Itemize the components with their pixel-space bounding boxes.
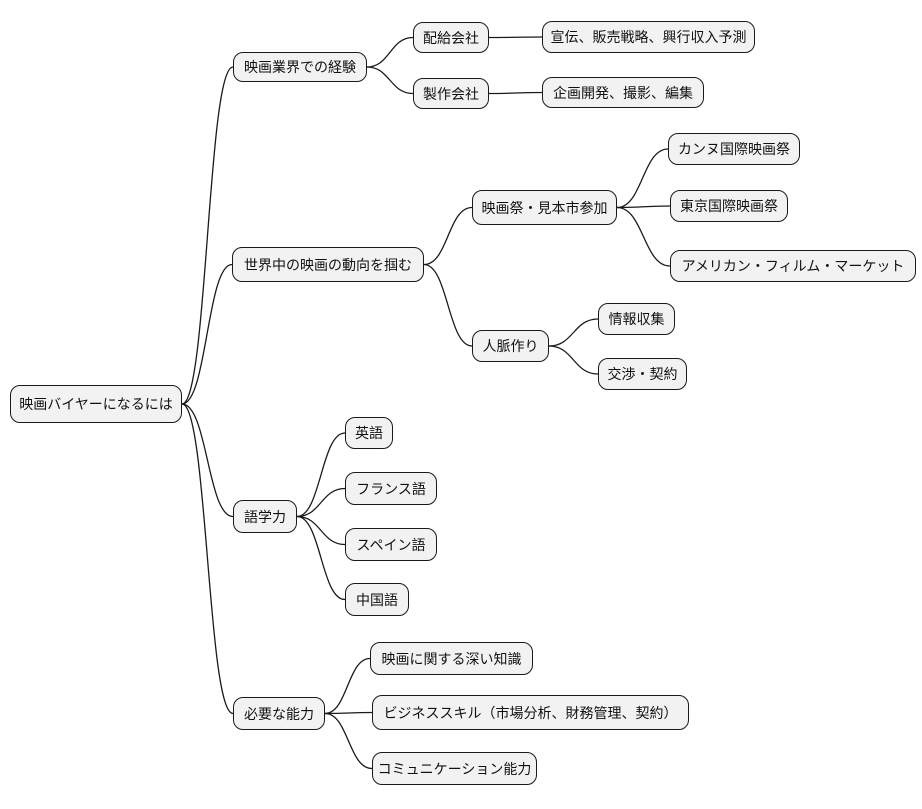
edge-production-production-detail — [488, 91, 543, 95]
mindmap-node-tiff: 東京国際映画祭 — [670, 190, 788, 222]
mindmap-node-label: 交渉・契約 — [607, 366, 678, 382]
mindmap-node-label: 人脈作り — [482, 338, 539, 354]
mindmap-node-production: 製作会社 — [413, 78, 489, 109]
edge-networking-info-gathering — [548, 318, 599, 347]
mindmap-node-chinese: 中国語 — [345, 583, 409, 616]
mindmap-node-industry: 映画業界での経験 — [233, 52, 367, 82]
edge-abilities-film-knowledge — [324, 657, 371, 715]
mindmap-node-french: フランス語 — [345, 472, 437, 505]
mindmap-node-label: 必要な能力 — [244, 705, 314, 722]
mindmap-node-label: 情報収集 — [608, 311, 665, 327]
mindmap-node-business-skills: ビジネススキル（市場分析、財務管理、契約） — [372, 695, 689, 730]
mindmap-node-label: スペイン語 — [356, 536, 426, 553]
mindmap-node-label: 東京国際映画祭 — [680, 198, 778, 214]
mindmap-node-festivals: 映画祭・見本市参加 — [472, 190, 617, 225]
edge-abilities-business-skills — [324, 711, 373, 715]
edge-festivals-tiff — [616, 205, 671, 209]
edge-root-abilities — [181, 403, 234, 715]
mindmap-node-label: 英語 — [355, 425, 383, 441]
edge-root-language — [181, 403, 234, 518]
mindmap-node-label: 宣伝、販売戦略、興行収入予測 — [550, 29, 747, 45]
edge-industry-production — [366, 66, 414, 95]
mindmap-node-negotiation: 交渉・契約 — [598, 358, 687, 390]
mindmap-node-label: フランス語 — [356, 480, 426, 497]
mindmap-node-label: 世界中の映画の動向を掴む — [244, 256, 412, 273]
mindmap-node-label: 製作会社 — [423, 85, 479, 102]
edge-festivals-afm — [616, 206, 671, 267]
mindmap-node-info-gathering: 情報収集 — [598, 303, 675, 335]
edge-root-trends — [181, 263, 233, 405]
mindmap-node-afm: アメリカン・フィルム・マーケット — [670, 250, 916, 282]
edge-language-french — [296, 487, 346, 518]
mindmap-node-production-detail: 企画開発、撮影、編集 — [542, 77, 704, 108]
mindmap-node-communication: コミュニケーション能力 — [372, 752, 537, 785]
edge-festivals-cannes — [616, 148, 669, 209]
edge-industry-distribution — [366, 36, 414, 68]
edge-language-spanish — [296, 515, 346, 546]
edge-networking-negotiation — [548, 345, 599, 375]
mindmap-node-language: 語学力 — [233, 500, 297, 533]
mindmap-node-english: 英語 — [345, 417, 393, 449]
mindmap-node-label: 企画開発、撮影、編集 — [553, 84, 693, 101]
mindmap-node-label: 映画祭・見本市参加 — [481, 199, 608, 216]
mindmap-node-label: 映画バイヤーになるには — [19, 396, 173, 412]
mindmap-node-distribution: 配給会社 — [413, 22, 489, 53]
edge-trends-networking — [423, 263, 473, 347]
edge-distribution-distribution-detail — [488, 36, 543, 39]
mindmap-node-label: 語学力 — [244, 508, 286, 525]
mindmap-node-label: 配給会社 — [423, 29, 479, 46]
mindmap-node-label: コミュニケーション能力 — [377, 760, 532, 777]
mindmap-node-label: カンヌ国際映画祭 — [678, 141, 790, 157]
mindmap-node-abilities: 必要な能力 — [233, 697, 325, 730]
edge-language-chinese — [296, 515, 346, 601]
mindmap-node-networking: 人脈作り — [472, 330, 549, 362]
mindmap-node-label: 映画に関する深い知識 — [381, 650, 522, 667]
mindmap-node-root: 映画バイヤーになるには — [10, 385, 182, 423]
mindmap-node-film-knowledge: 映画に関する深い知識 — [370, 642, 533, 675]
mindmap-node-distribution-detail: 宣伝、販売戦略、興行収入予測 — [542, 21, 755, 53]
mindmap-node-spanish: スペイン語 — [345, 528, 437, 561]
mindmap-node-label: 中国語 — [356, 591, 398, 608]
edge-root-industry — [181, 66, 234, 405]
edge-abilities-communication — [324, 712, 373, 770]
mindmap-node-label: アメリカン・フィルム・マーケット — [681, 258, 905, 274]
mindmap-node-cannes: カンヌ国際映画祭 — [668, 133, 800, 165]
mindmap-node-label: 映画業界での経験 — [244, 59, 356, 75]
mindmap-node-label: ビジネススキル（市場分析、財務管理、契約） — [383, 704, 678, 721]
edge-language-english — [296, 432, 346, 518]
edge-trends-festivals — [423, 206, 473, 266]
mindmap-node-trends: 世界中の映画の動向を掴む — [232, 247, 424, 282]
